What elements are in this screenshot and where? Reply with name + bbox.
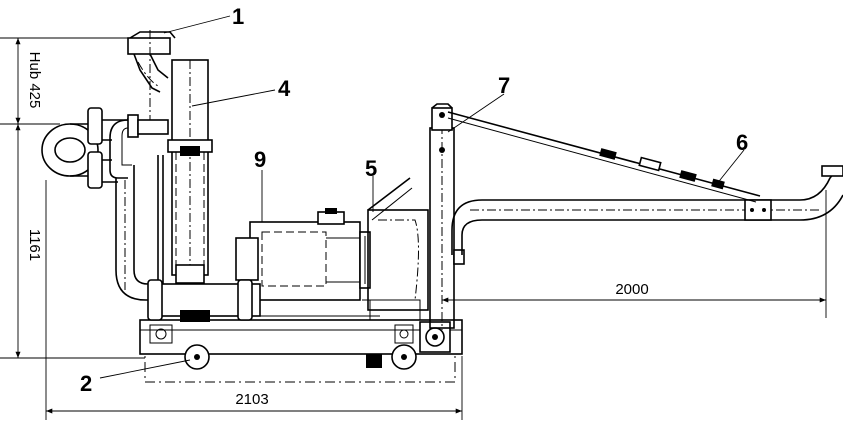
wheel-left: [184, 344, 210, 370]
dimension-reach-label: 2000: [615, 281, 648, 298]
top-valve: [127, 30, 176, 120]
callout-6: 6: [736, 130, 748, 155]
dimension-stroke: [0, 37, 130, 125]
dimension-reach: [442, 190, 827, 318]
suction-pipe: [41, 107, 169, 301]
dimension-length: [45, 180, 463, 420]
callout-4: 4: [278, 76, 291, 101]
dimension-stroke-label: Hub 425: [26, 52, 43, 109]
wheel-right: [391, 344, 417, 370]
pump-housing: [367, 177, 429, 321]
base-pipe: [147, 279, 380, 322]
leader-lines: [99, 15, 745, 379]
drive-motor: [235, 208, 371, 301]
dimension-height-label: 1161: [26, 229, 43, 261]
dimension-length-label: 2103: [235, 391, 268, 408]
vertical-column: [157, 59, 213, 285]
callout-2: 2: [80, 371, 92, 396]
callout-9: 9: [254, 147, 266, 172]
stay-cable: [447, 111, 761, 203]
callout-5: 5: [365, 156, 377, 181]
callout-7: 7: [498, 73, 510, 98]
discharge-boom: [451, 165, 843, 255]
dimension-height: [0, 124, 145, 359]
mast: [429, 103, 465, 330]
callout-1: 1: [232, 4, 244, 29]
